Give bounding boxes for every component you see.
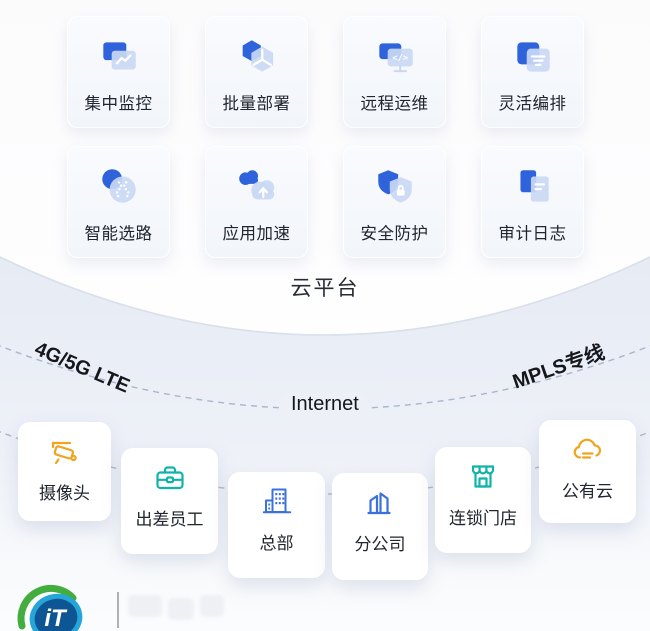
footer-watermark: [168, 598, 194, 620]
logo-monogram: iT: [44, 605, 68, 631]
feature-label: 应用加速: [222, 225, 291, 243]
dome-edge-arc: [0, 256, 650, 336]
batch-deploy-icon: [234, 34, 280, 80]
link-label-internet: Internet: [282, 392, 368, 417]
site-label: 分公司: [354, 535, 406, 554]
briefcase-icon: [152, 460, 188, 496]
feature-card-monitoring: 集中监控: [67, 16, 170, 128]
logo-ring: [29, 593, 83, 631]
site-label: 连锁门店: [449, 509, 517, 528]
smart-routing-icon: [96, 164, 142, 210]
site-label: 公有云: [562, 482, 613, 501]
app-acceleration-icon: [234, 164, 280, 210]
feature-label: 智能选路: [84, 225, 153, 243]
store-icon: [465, 459, 501, 495]
site-logo: iT: [10, 576, 110, 631]
remote-ops-icon: </>: [372, 34, 418, 80]
site-card-public-cloud: 公有云: [539, 420, 636, 523]
footer-watermark: [200, 595, 224, 617]
feature-label: 批量部署: [222, 95, 291, 113]
feature-card-audit-log: 审计日志: [481, 146, 584, 258]
feature-card-remote-ops: </> 远程运维: [343, 16, 446, 128]
footer-divider: [117, 592, 119, 628]
footer-watermark: [128, 595, 162, 617]
security-shield-icon: [372, 164, 418, 210]
feature-card-security: 安全防护: [343, 146, 446, 258]
site-label: 出差员工: [135, 510, 204, 529]
logo-green-arc: [17, 584, 77, 630]
feature-card-app-acceleration: 应用加速: [205, 146, 308, 258]
site-label: 摄像头: [39, 484, 90, 503]
feature-label: 安全防护: [360, 225, 429, 243]
feature-label: 灵活编排: [498, 95, 567, 113]
audit-log-icon: [510, 164, 556, 210]
headquarters-icon: [259, 484, 295, 520]
feature-card-orchestration: 灵活编排: [481, 16, 584, 128]
svg-text:</>: </>: [392, 54, 408, 64]
feature-card-batch-deploy: 批量部署: [205, 16, 308, 128]
site-card-headquarters: 总部: [228, 472, 325, 578]
dashed-link-arc-upper: [0, 345, 650, 410]
site-card-branch-office: 分公司: [332, 473, 428, 580]
site-card-camera: 摄像头: [18, 422, 111, 521]
public-cloud-icon: [570, 432, 606, 468]
monitor-chart-icon: [96, 34, 142, 80]
site-card-business-traveler: 出差员工: [121, 448, 218, 554]
camera-icon: [47, 434, 83, 470]
site-card-chain-store: 连锁门店: [435, 447, 531, 553]
orchestration-icon: [510, 34, 556, 80]
feature-label: 审计日志: [498, 225, 567, 243]
cloud-platform-title: 云平台: [290, 277, 360, 300]
feature-label: 远程运维: [360, 95, 429, 113]
site-label: 总部: [259, 534, 294, 553]
branch-office-icon: [362, 485, 398, 521]
feature-label: 集中监控: [84, 95, 153, 113]
feature-card-smart-routing: 智能选路: [67, 146, 170, 258]
